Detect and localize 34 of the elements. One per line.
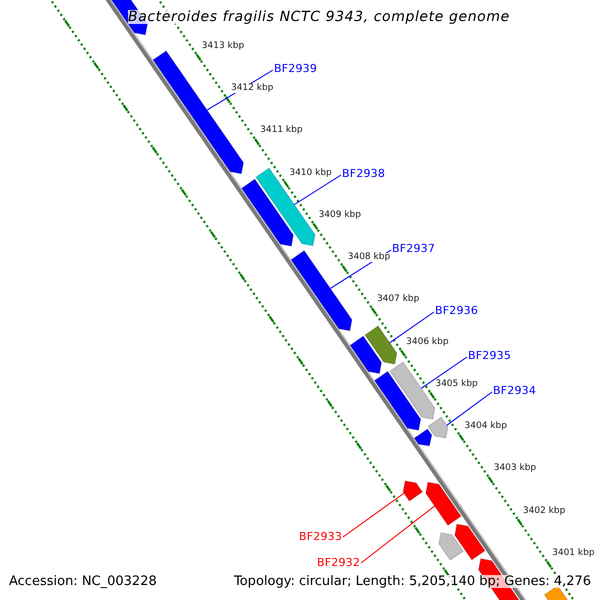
leader-line: [446, 392, 492, 426]
tick-label: 3404 kbp: [464, 422, 508, 432]
gene-label: BF2933: [299, 530, 342, 542]
leader-line: [342, 492, 404, 538]
accession-text: Accession: NC_003228: [9, 575, 157, 588]
title: Bacteroides fragilis NCTC 9343, complete genome: [128, 10, 510, 24]
tick-label: 3401 kbp: [551, 548, 596, 558]
tick-label: 3413 kbp: [200, 42, 246, 51]
tick-label: 3408 kbp: [346, 253, 392, 262]
leader-line: [420, 356, 468, 389]
gene-label: BF2936: [435, 304, 478, 316]
gene-block: [255, 167, 316, 246]
tick-label: 3412 kbp: [230, 84, 274, 94]
gene-label: BF2939: [274, 62, 318, 74]
tick-label: 3407 kbp: [376, 295, 420, 304]
gene-label: BF2932: [317, 556, 360, 568]
gene-label: BF2937: [392, 242, 436, 254]
tick-label: 3410 kbp: [288, 168, 333, 178]
tick-label: 3406 kbp: [405, 338, 450, 347]
tick-label: 3405 kbp: [434, 380, 479, 389]
leader-line: [294, 174, 342, 206]
gene-block: [364, 325, 398, 365]
tick-label: 3402 kbp: [522, 506, 566, 516]
leader-line: [389, 312, 434, 344]
gene-block: [389, 361, 436, 420]
gene-label: BF2938: [342, 168, 386, 178]
tick-label: 3409 kbp: [318, 210, 362, 220]
leader-line: [360, 506, 436, 564]
genome-info-text: Topology: circular; Length: 5,205,140 bp; Genes: 4,276: [234, 575, 592, 588]
gene-label: BF2935: [468, 350, 512, 360]
gene-block: [427, 416, 449, 439]
gene-label: BF2934: [493, 384, 536, 396]
tick-label: 3403 kbp: [492, 464, 538, 474]
tick-label: 3411 kbp: [259, 126, 304, 136]
